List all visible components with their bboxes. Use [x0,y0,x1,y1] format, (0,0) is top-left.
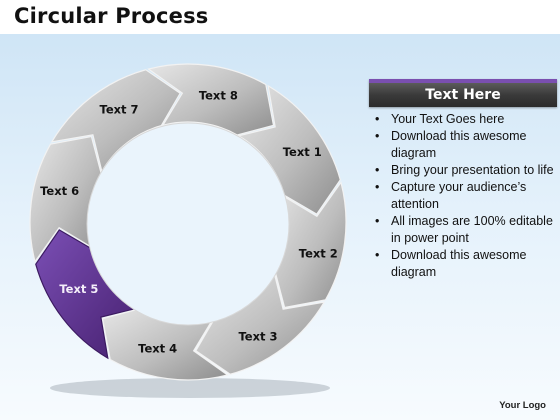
cycle-segment-label: Text 5 [59,282,98,296]
bullet-item: Your Text Goes here [369,111,557,128]
cycle-segment-label: Text 6 [40,184,79,198]
cycle-segment-label: Text 2 [299,246,338,260]
bullet-list: Your Text Goes here Download this awesom… [369,111,557,281]
bullet-item: All images are 100% editable in power po… [369,213,557,247]
cycle-segment-label: Text 3 [238,329,277,343]
cycle-segment-label: Text 8 [199,89,238,103]
cycle-segment-label: Text 7 [100,102,139,116]
bullet-item: Bring your presentation to life [369,162,557,179]
cycle-segment-label: Text 1 [283,145,322,159]
cycle-segment-label: Text 4 [138,341,177,355]
panel-header: Text Here [369,79,557,107]
slide-title: Circular Process [14,4,209,28]
logo-text: Your Logo [499,400,546,411]
bullet-item: Capture your audience’s attention [369,179,557,213]
cycle-segment [147,63,275,136]
ring-center-hole [86,122,290,326]
bullet-item: Download this awesome diagram [369,247,557,281]
bullet-item: Download this awesome diagram [369,128,557,162]
cycle-segment [237,84,341,215]
diagram-shadow [50,378,330,398]
